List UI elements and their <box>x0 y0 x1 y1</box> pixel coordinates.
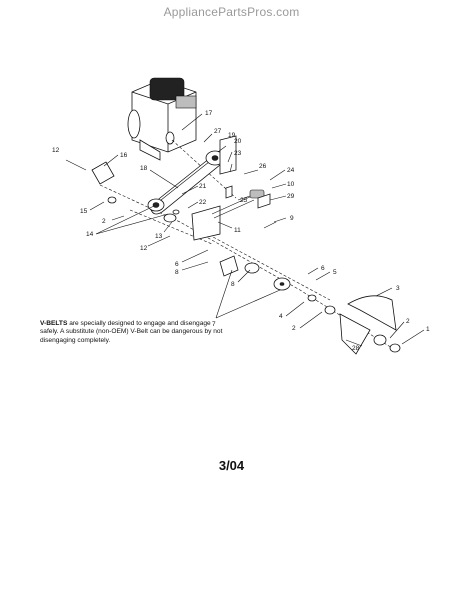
callout-label: 5 <box>333 269 337 276</box>
callout-label: 7 <box>212 321 216 328</box>
callout-label: 8 <box>231 281 235 288</box>
callout-label: 17 <box>205 110 213 117</box>
bracket-drawing <box>191 135 237 241</box>
callout-label: 16 <box>120 152 128 159</box>
spindle-parts-drawing <box>219 255 336 315</box>
engine-drawing <box>127 77 197 161</box>
watermark-text: AppliancePartsPros.com <box>163 5 300 19</box>
callout-label: 2 <box>292 325 296 332</box>
callout-label: 2 <box>406 318 410 325</box>
callout-label: 6 <box>175 261 179 268</box>
callout-label: 10 <box>287 181 295 188</box>
blade-shield-drawing <box>339 295 401 355</box>
callout-label: 12 <box>140 245 148 252</box>
callout-label: 6 <box>321 265 325 272</box>
callout-label: 23 <box>234 150 242 157</box>
callout-numbers: 17 16 12 27 19 20 23 26 18 10 24 21 22 2… <box>52 110 430 352</box>
callout-label: 11 <box>234 227 241 234</box>
callout-label: 29 <box>287 193 295 200</box>
callout-label: 14 <box>86 231 94 238</box>
callout-label: 13 <box>155 233 163 240</box>
caution-text: are specially designed to engage and dis… <box>40 320 223 344</box>
callout-label: 12 <box>52 147 60 154</box>
callout-label: 18 <box>140 165 148 172</box>
caution-bold-term: V-BELTS <box>40 320 68 327</box>
callout-label: 3 <box>396 285 400 292</box>
idler-arm-drawing <box>211 189 277 229</box>
callout-label: 28 <box>352 345 360 352</box>
callout-label: 9 <box>290 215 294 222</box>
v-belt-caution-note: V-BELTS are specially designed to engage… <box>40 320 225 345</box>
guide-line <box>199 229 331 301</box>
callout-label: 2 <box>102 218 106 225</box>
guide-line <box>171 139 237 199</box>
callout-label: 25 <box>240 197 248 204</box>
callout-label: 27 <box>214 128 222 135</box>
callout-label: 1 <box>426 326 430 333</box>
callout-label: 15 <box>80 208 88 215</box>
callout-label: 24 <box>287 167 295 174</box>
pulley-drawing <box>147 150 225 223</box>
left-parts-drawing <box>91 161 180 215</box>
callout-label: 21 <box>199 183 207 190</box>
revision-date: 3/04 <box>218 458 245 473</box>
callout-label: 22 <box>199 199 207 206</box>
callout-label: 20 <box>234 138 242 145</box>
callout-label: 19 <box>228 132 236 139</box>
callout-label: 8 <box>175 269 179 276</box>
callout-label: 26 <box>259 163 267 170</box>
callout-label: 4 <box>279 313 283 320</box>
callout-leaders <box>65 113 425 347</box>
